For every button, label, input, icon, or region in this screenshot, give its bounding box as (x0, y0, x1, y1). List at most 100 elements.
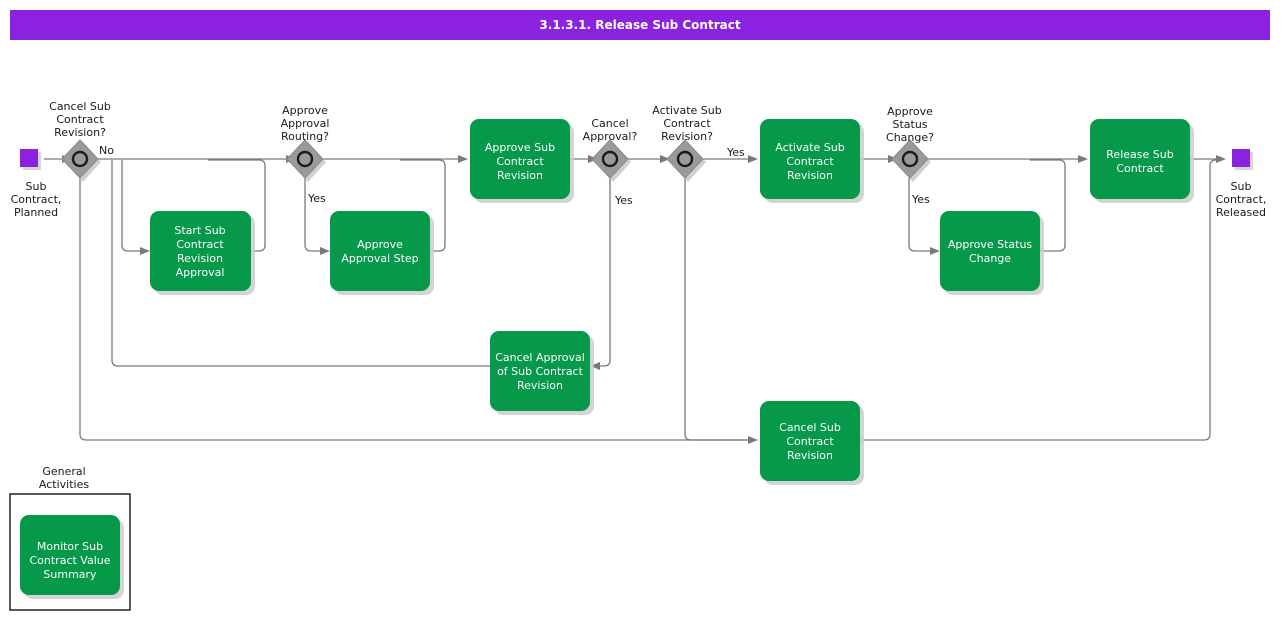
task-label-line-1: Start Sub (174, 224, 225, 237)
gateway-approve-status-label-line-3: Change? (886, 131, 934, 144)
task-approve-status-change[interactable]: Approve Status Change (940, 211, 1044, 295)
edge-label-yes: Yes (911, 193, 930, 206)
task-label-line-2: of Sub Contract (497, 365, 584, 378)
flow-start-revision-approval-up (208, 159, 266, 252)
arrowhead-icon (748, 436, 758, 444)
general-activities-label-line-1: General (42, 465, 85, 478)
task-label-line-1: Activate Sub (775, 141, 845, 154)
task-shape (760, 119, 860, 199)
flow-gw-approve-routing-yes-to-approve-step (304, 178, 320, 252)
task-label-line-2: Change (969, 252, 1011, 265)
edge-label-yes: Yes (307, 192, 326, 205)
task-label-line-3: Revision (497, 169, 543, 182)
flow-approve-step-up (400, 159, 446, 252)
start-event-shape (20, 149, 38, 167)
task-label-line-3: Revision (177, 252, 223, 265)
page-title-bar: 3.1.3.1. Release Sub Contract (10, 10, 1270, 40)
end-event-shape (1232, 149, 1250, 167)
task-monitor-sub-contract-value-summary[interactable]: Monitor Sub Contract Value Summary (20, 515, 124, 599)
gateway-cancel-sub-contract-revision-label-line-2: Contract (56, 113, 104, 126)
flow-gw-cancel-approval-yes-to-cancel-approval-task (600, 178, 611, 367)
task-label-line-2: Approval Step (341, 252, 418, 265)
general-activities-label-line-2: Activities (39, 478, 89, 491)
arrowhead-icon (140, 247, 150, 255)
task-shape (20, 515, 120, 595)
task-shape (470, 119, 570, 199)
gateway-cancel-approval[interactable]: Cancel Approval? Yes (583, 117, 638, 207)
task-shape (490, 331, 590, 411)
task-label-line-2: Contract (1116, 162, 1164, 175)
arrowhead-icon (458, 155, 468, 163)
task-approve-sub-contract-revision[interactable]: Approve Sub Contract Revision (470, 119, 574, 203)
general-activities-group: General Activities Monitor Sub Contract … (9, 465, 131, 611)
task-shape (1090, 119, 1190, 199)
edge-label-yes: Yes (726, 146, 745, 159)
task-label-line-1: Release Sub (1106, 148, 1173, 161)
arrowhead-icon (1216, 155, 1226, 163)
gateway-activate-label-line-1: Activate Sub (652, 104, 722, 117)
start-event-label-line-3: Planned (14, 206, 58, 219)
flow-to-start-revision-approval (121, 160, 140, 252)
task-cancel-approval-of-sub-contract-revision[interactable]: Cancel Approval of Sub Contract Revision (490, 331, 594, 415)
task-label-line-1: Monitor Sub (37, 540, 103, 553)
flow-gw-approve-status-yes-to-approve-status-task (908, 178, 930, 252)
gateway-activate-sub-contract-revision[interactable]: Activate Sub Contract Revision? Yes (652, 104, 745, 182)
task-label-line-1: Approve Status (948, 238, 1033, 251)
start-event-label-line-1: Sub (26, 180, 47, 193)
gateway-complex-icon (71, 150, 89, 168)
arrowhead-icon (320, 247, 330, 255)
task-activate-sub-contract-revision[interactable]: Activate Sub Contract Revision (760, 119, 864, 203)
gateway-approve-status-label-line-1: Approve (887, 105, 933, 118)
gateway-complex-icon (676, 150, 694, 168)
gateway-cancel-approval-label-line-1: Cancel (591, 117, 628, 130)
task-cancel-sub-contract-revision[interactable]: Cancel Sub Contract Revision (760, 401, 864, 485)
flow-connectors (44, 155, 1226, 444)
gateway-cancel-approval-label-line-2: Approval? (583, 130, 638, 143)
arrowhead-icon (930, 247, 940, 255)
gateway-approve-approval-routing-label-line-1: Approve (282, 104, 328, 117)
task-label-line-1: Approve (357, 238, 403, 251)
task-label-line-3: Revision (787, 169, 833, 182)
task-label-line-1: Cancel Approval (495, 351, 585, 364)
end-event[interactable]: Sub Contract, Released (1216, 149, 1267, 219)
gateway-approve-status-change[interactable]: Approve Status Change? Yes (886, 105, 934, 206)
task-start-sub-contract-revision-approval[interactable]: Start Sub Contract Revision Approval (150, 211, 255, 295)
start-event[interactable]: Sub Contract, Planned (11, 149, 62, 219)
task-label-line-1: Approve Sub (485, 141, 555, 154)
task-shape (330, 211, 430, 291)
task-shape (760, 401, 860, 481)
task-approve-approval-step[interactable]: Approve Approval Step (330, 211, 434, 295)
task-label-line-2: Contract (786, 155, 834, 168)
gateway-cancel-sub-contract-revision-label-line-3: Revision? (54, 126, 106, 139)
edge-label-no: No (99, 144, 114, 157)
arrowhead-icon (660, 155, 670, 163)
arrowhead-icon (1078, 155, 1088, 163)
gateway-complex-icon (296, 150, 314, 168)
start-event-label-line-2: Contract, (11, 193, 62, 206)
task-release-sub-contract[interactable]: Release Sub Contract (1090, 119, 1194, 203)
task-label-line-4: Approval (176, 266, 225, 279)
gateway-cancel-sub-contract-revision-label-line-1: Cancel Sub (49, 100, 111, 113)
flow-gw-cancel-revision-down-to-bottom (79, 178, 748, 441)
gateway-activate-label-line-3: Revision? (661, 130, 713, 143)
gateway-cancel-sub-contract-revision[interactable]: Cancel Sub Contract Revision? No (49, 100, 114, 182)
end-event-label-line-3: Released (1216, 206, 1266, 219)
arrowhead-icon (590, 362, 600, 370)
edge-label-yes: Yes (614, 194, 633, 207)
task-label-line-3: Revision (787, 449, 833, 462)
page-title: 3.1.3.1. Release Sub Contract (539, 18, 741, 32)
gateway-approve-approval-routing[interactable]: Approve Approval Routing? Yes (281, 104, 330, 205)
task-shape (940, 211, 1040, 291)
gateway-approve-approval-routing-label-line-3: Routing? (281, 130, 329, 143)
flow-cancel-approval-task-loopback (111, 160, 490, 367)
task-label-line-3: Summary (43, 568, 97, 581)
task-label-line-2: Contract (786, 435, 834, 448)
gateway-activate-label-line-2: Contract (663, 117, 711, 130)
gateway-approve-approval-routing-label-line-2: Approval (281, 117, 330, 130)
gateway-approve-status-label-line-2: Status (892, 118, 927, 131)
gateway-complex-icon (901, 150, 919, 168)
task-label-line-2: Contract Value (29, 554, 110, 567)
task-shape (150, 211, 251, 291)
